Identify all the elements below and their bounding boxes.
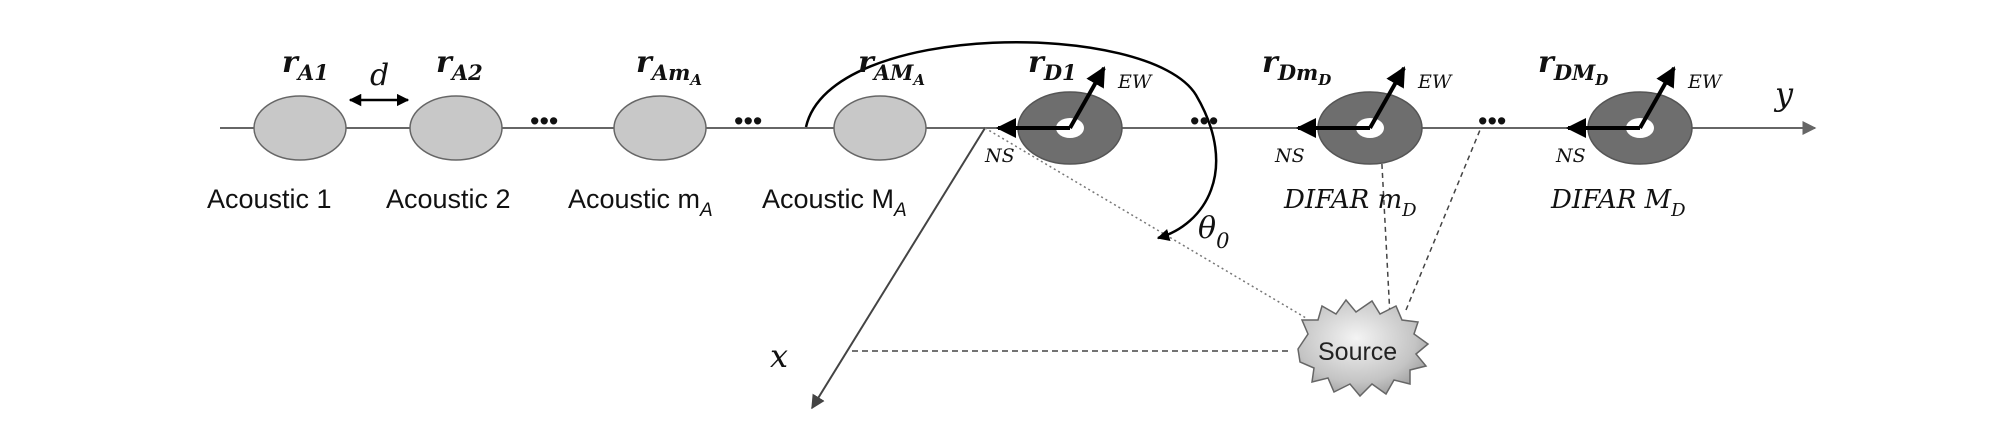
acoustic-label-1: Acoustic 1	[207, 184, 332, 214]
ellipsis-4: •••	[1478, 106, 1506, 136]
difar-label-MD: DIFAR MD	[1550, 185, 1686, 221]
ew-label-1: EW	[1117, 71, 1153, 93]
bearing-line-dotted	[984, 127, 1307, 319]
ew-arrow-MD	[1638, 66, 1676, 129]
ew-arrow-1	[1068, 66, 1106, 129]
ew-arrow-mD	[1368, 66, 1406, 129]
source-to-array-dashed	[1405, 129, 1481, 311]
acoustic-label-mA: Acoustic mA	[568, 184, 713, 221]
difar-label-mD: DIFAR mD	[1283, 185, 1417, 221]
acoustic-label-MA: Acoustic MA	[762, 184, 907, 221]
ellipsis-2: •••	[734, 106, 762, 136]
source-burst: Source	[1297, 298, 1430, 398]
x-axis-line	[811, 127, 986, 410]
acoustic-sensor-mA	[613, 95, 707, 161]
pos-label-rA2: rA2	[436, 45, 483, 85]
angle-theta0: θ0	[1198, 211, 1229, 253]
pos-label-rDMD: rDMD	[1538, 45, 1608, 89]
x-axis-label: x	[770, 337, 788, 375]
acoustic-sensor-2	[409, 95, 503, 161]
ns-label-MD: NS	[1555, 145, 1586, 167]
acoustic-sensor-1	[253, 95, 347, 161]
ellipsis-1: •••	[530, 106, 558, 136]
ns-label-1: NS	[984, 145, 1015, 167]
acoustic-label-2: Acoustic 2	[386, 184, 511, 214]
difar-sensor-1	[996, 66, 1123, 165]
ew-label-mD: EW	[1417, 71, 1453, 93]
acoustic-sensor-MA	[833, 95, 927, 161]
pos-label-rAMA: rAMA	[858, 45, 925, 89]
difar-sensor-mD	[1296, 66, 1423, 165]
ellipsis-3: •••	[1190, 106, 1218, 136]
pos-label-rD1: rD1	[1028, 45, 1077, 85]
difar-sensor-MD	[1566, 66, 1693, 165]
spacing-label: d	[370, 58, 389, 93]
pos-label-rDmD: rDmD	[1262, 45, 1331, 89]
pos-label-rA1: rA1	[282, 45, 329, 85]
y-axis-label: y	[1773, 75, 1794, 113]
pos-label-rAmA: rAmA	[636, 45, 702, 89]
arc-acoustic-to-difar	[804, 41, 1218, 242]
source-label: Source	[1318, 338, 1397, 366]
ew-label-MD: EW	[1687, 71, 1723, 93]
ns-label-mD: NS	[1274, 145, 1305, 167]
